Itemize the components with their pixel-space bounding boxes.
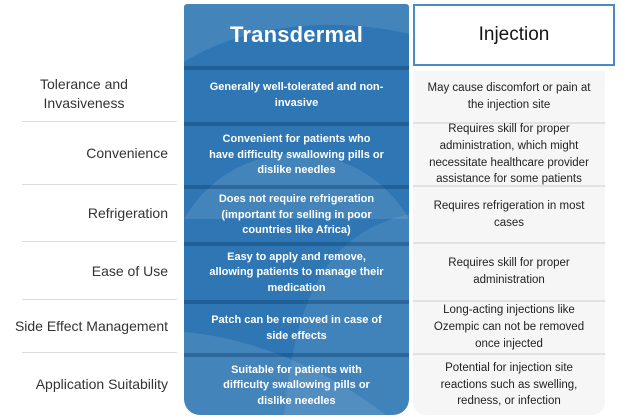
transdermal-cell-suitability: Suitable for patients with difficulty sw… [184,353,409,415]
cell-text: Requires skill for proper administration… [429,123,589,186]
cell-text: May cause discomfort or pain at the inje… [427,81,591,111]
cell-text: Long-acting injections like Ozempic can … [433,304,585,350]
cell-text: Patch can be removed in case of side eff… [211,313,382,342]
transdermal-cell-convenience: Convenient for patients who have difficu… [184,122,409,185]
cell-text: Easy to apply and remove, allowing patie… [209,250,384,294]
injection-cell-suitability: Potential for injection site reactions s… [413,353,605,415]
row-label-text: Tolerance and Invasiveness [40,76,128,111]
injection-cell-side-effects: Long-acting injections like Ozempic can … [413,300,605,353]
row-label-text: Ease of Use [91,262,168,279]
cell-text: Does not require refrigeration (importan… [218,193,375,237]
row-label-convenience: Convenience [0,122,184,185]
injection-header-label: Injection [478,24,550,45]
transdermal-cell-side-effects: Patch can be removed in case of side eff… [184,300,409,353]
row-label-text: Refrigeration [87,205,168,222]
injection-cell-ease-of-use: Requires skill for proper administration [413,242,605,300]
row-label-tolerance-and-invasiveness: Tolerance and Invasiveness [0,66,184,122]
cell-text: Suitable for patients with difficulty sw… [223,363,370,407]
injection-cell-convenience: Requires skill for proper administration… [413,122,605,185]
cell-text: Generally well-tolerated and non-invasiv… [209,81,384,109]
injection-cell-tolerance: May cause discomfort or pain at the inje… [413,71,605,122]
row-label-text: Side Effect Management [14,318,168,335]
cell-text: Requires refrigeration in most cases [433,199,585,229]
swoosh-decoration-icon [184,4,409,415]
transdermal-cell-refrigeration: Does not require refrigeration (importan… [184,185,409,242]
row-label-text: Application Suitability [35,375,168,392]
transdermal-cell-tolerance: Generally well-tolerated and non-invasiv… [184,66,409,122]
transdermal-cell-ease-of-use: Easy to apply and remove, allowing patie… [184,242,409,300]
row-label-refrigeration: Refrigeration [0,185,184,242]
transdermal-header-label: Transdermal [229,22,364,47]
row-label-side-effect-management: Side Effect Management [0,300,184,353]
transdermal-column-background [184,4,409,415]
row-label-text: Convenience [86,145,168,162]
row-label-application-suitability: Application Suitability [0,353,184,415]
cell-text: Potential for injection site reactions s… [440,361,578,408]
injection-header: Injection [413,4,615,66]
cell-text: Convenient for patients who have difficu… [209,133,384,177]
cell-text: Requires skill for proper administration [448,257,570,286]
row-label-ease-of-use: Ease of Use [0,242,184,300]
injection-cell-refrigeration: Requires refrigeration in most cases [413,185,605,242]
transdermal-header: Transdermal [184,4,409,66]
